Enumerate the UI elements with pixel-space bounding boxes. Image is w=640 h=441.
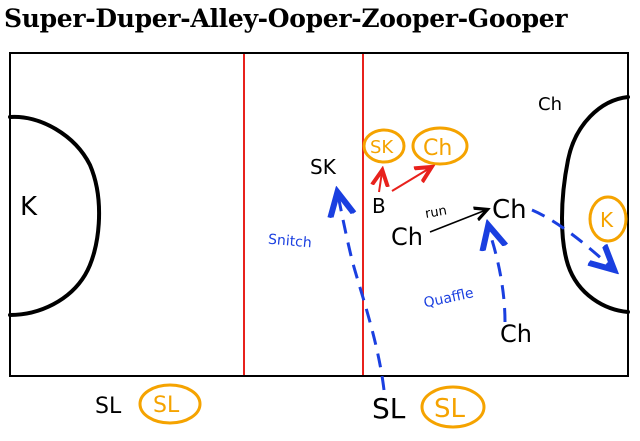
run-annotation: run: [424, 203, 448, 222]
chaser-circle: [411, 126, 469, 166]
snitch-runner-mid-label: SL: [372, 392, 406, 425]
snitch-runner-circle-mid: [420, 385, 486, 429]
snitch-runner-left-label: SL: [95, 394, 122, 419]
run-arrow: [429, 210, 486, 233]
keeper-left-label: K: [20, 192, 38, 222]
beater-arrow-to-seeker: [379, 172, 382, 193]
chaser-runner-label: Ch: [391, 223, 423, 251]
seeker-circle: [362, 128, 406, 164]
beater-label: B: [372, 194, 386, 218]
page-title: Super-Duper-Alley-Ooper-Zooper-Gooper: [4, 4, 568, 33]
chaser-bottom-label: Ch: [500, 320, 532, 348]
beater-arrow-to-chaser: [391, 168, 430, 192]
snitch-runner-circle-left: [138, 383, 202, 425]
keeper-circle: [588, 195, 628, 243]
keeper-circled-label: K: [600, 208, 614, 232]
field-border: [9, 52, 629, 377]
seeker-label: SK: [310, 155, 337, 179]
quaffle-path-arrow: [489, 228, 505, 323]
snitch-runner-circled-mid-label: SL: [434, 394, 466, 424]
snitch-runner-circled-left-label: SL: [153, 393, 180, 418]
snitch-annotation: Snitch: [267, 232, 312, 252]
keeper-zone-right: [560, 95, 630, 314]
chaser-top-right-label: Ch: [538, 94, 562, 115]
seeker-circled-label: SK: [370, 137, 394, 158]
quaffle-annotation: Quaffle: [422, 285, 475, 311]
chaser-shot-arrow: [531, 208, 612, 268]
keeper-zone-left: [8, 114, 101, 317]
snitch-path-arrow: [338, 195, 386, 391]
chaser-run-target-label: Ch: [492, 195, 527, 225]
chaser-circled-label: Ch: [423, 136, 452, 161]
